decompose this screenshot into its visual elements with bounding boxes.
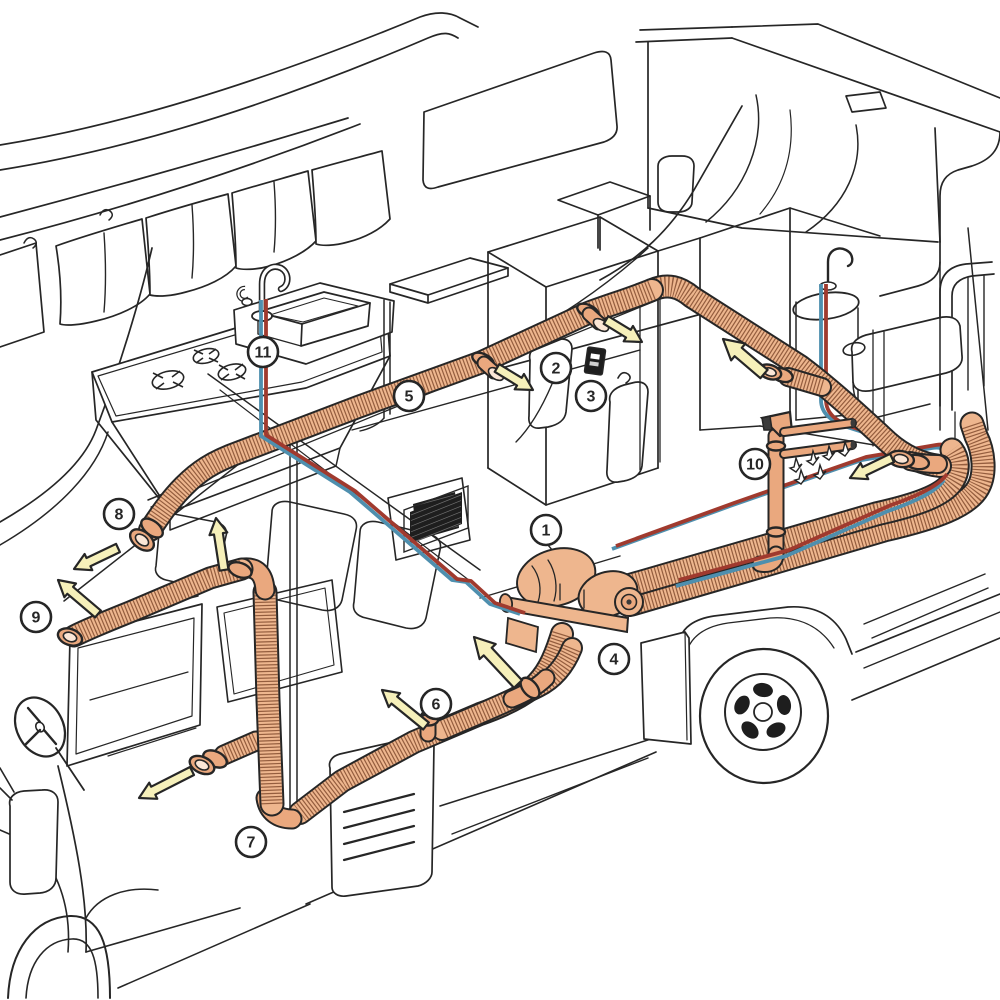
- svg-text:11: 11: [255, 345, 272, 362]
- svg-text:7: 7: [247, 835, 256, 852]
- svg-text:5: 5: [405, 389, 414, 406]
- svg-text:1: 1: [542, 523, 551, 540]
- svg-text:6: 6: [432, 697, 441, 714]
- svg-text:2: 2: [552, 361, 561, 378]
- svg-text:8: 8: [115, 507, 124, 524]
- svg-text:4: 4: [610, 652, 619, 669]
- svg-text:9: 9: [32, 610, 41, 627]
- svg-text:3: 3: [587, 389, 596, 406]
- svg-text:10: 10: [746, 457, 764, 474]
